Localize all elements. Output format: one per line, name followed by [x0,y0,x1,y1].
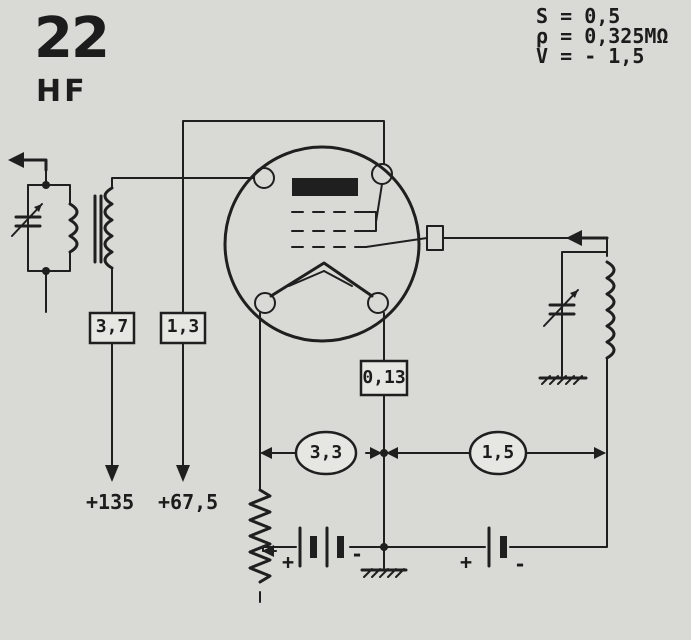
screen-supply-label: +67,5 [158,490,219,514]
param-symbol: V [536,44,549,68]
right-circle-label: 1,5 [481,442,515,463]
tube-type-label: HF [36,74,88,109]
right-circle-value [468,430,528,476]
screen-value-box [159,311,207,345]
param-equals: = [560,44,573,68]
bias-battery [487,526,507,568]
right-variable-capacitor [543,289,579,327]
left-coil-value-box [88,311,136,345]
bias-battery-plus: + [460,550,473,574]
left-tank-circuit [8,152,114,313]
parameter-list: S = 0,5 ρ = 0,325MΩ V = - 1,5 [536,6,668,66]
tube-number: 22 [34,6,110,71]
bias-battery-minus: - [514,552,527,576]
left-variable-capacitor [11,184,43,237]
filament-battery-plus: + [282,550,295,574]
tube-grids [291,183,428,248]
param-voltage: V = - 1,5 [536,46,668,66]
param-equals: = [560,4,573,28]
param-value: 0,5 [584,4,621,28]
cathode-value: 0,13 [362,367,406,388]
filament-battery [298,526,344,568]
param-value: - 1,5 [584,44,645,68]
filament-rheostat [248,488,277,603]
param-symbol: ρ [536,24,549,48]
filament-battery-minus: - [351,542,364,566]
param-resistance: ρ = 0,325MΩ [536,26,668,46]
param-symbol: S [536,4,549,28]
param-transconductance: S = 0,5 [536,6,668,26]
tube-filament [269,261,374,298]
tube-envelope [223,145,444,343]
cathode-value-box [359,359,409,397]
screen-value: 1,3 [166,316,200,337]
left-coil-value: 3,7 [95,316,129,337]
right-tank-circuit [561,230,616,377]
wiring [105,120,608,569]
left-circle-value [294,430,358,476]
param-value: 0,325MΩ [584,24,669,48]
param-equals: = [560,24,573,48]
cathode-ground-symbol [360,449,408,578]
left-circle-label: 3,3 [309,442,343,463]
right-ground-symbol [538,375,588,385]
tube-plate [292,178,358,196]
plate-supply-label: +135 [86,490,135,514]
